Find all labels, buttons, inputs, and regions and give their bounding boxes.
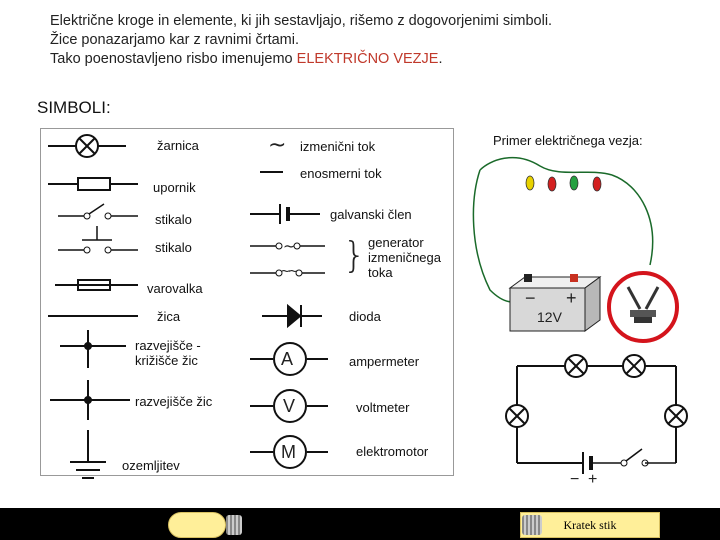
intro-line-2: Žice ponazarjamo kar z ravnimi črtami. xyxy=(50,32,299,48)
generator-tilde-1: ~ xyxy=(283,237,296,255)
label-zica: žica xyxy=(157,309,181,324)
warning-circle xyxy=(607,271,679,343)
bulb-string xyxy=(525,175,602,192)
label-zarnica: žarnica xyxy=(157,138,199,153)
label-ozemljitev: ozemljitev xyxy=(122,458,180,473)
lamp-symbol xyxy=(48,134,126,158)
voltmeter-letter: V xyxy=(283,396,296,416)
example-title: Primer električnega vezja: xyxy=(493,133,643,148)
symbols-panel xyxy=(40,128,454,476)
generator-symbols xyxy=(250,242,325,277)
ground-symbol xyxy=(70,430,106,479)
label-izmenicni: izmenični tok xyxy=(300,139,376,154)
circuit-minus: − xyxy=(570,471,580,488)
circuit-plus: + xyxy=(588,471,598,488)
cell-symbol xyxy=(250,204,320,224)
push-switch-symbol xyxy=(58,226,138,254)
junction-cross-symbol xyxy=(60,330,126,368)
label-generator: generator izmeničnega toka xyxy=(368,235,441,280)
label-varovalka: varovalka xyxy=(147,281,203,296)
ac-symbol: ~ xyxy=(268,133,287,158)
label-razvejisce: razvejišče žic xyxy=(135,394,213,409)
fuse-symbol xyxy=(55,279,138,291)
reel-icon-right xyxy=(522,515,542,535)
label-upornik: upornik xyxy=(153,180,196,195)
battery-plus: + xyxy=(566,288,577,308)
battery-box xyxy=(508,274,602,332)
symbols-heading: SIMBOLI: xyxy=(37,98,111,117)
label-galvanski: galvanski člen xyxy=(330,207,412,222)
motor-letter: M xyxy=(281,442,296,462)
intro-line-3: Tako poenostavljeno risbo imenujemo ELEK… xyxy=(50,50,552,69)
switch-symbol xyxy=(58,203,138,220)
light-string xyxy=(472,156,654,303)
label-elektromotor: elektromotor xyxy=(356,444,429,459)
diode-symbol xyxy=(262,303,322,329)
reel-icon-left xyxy=(226,515,242,535)
ammeter-letter: A xyxy=(281,349,294,369)
meter-symbols xyxy=(250,342,328,469)
intro-line-1: Električne kroge in elemente, ki jih ses… xyxy=(50,13,553,29)
nav-kratek-stik-button[interactable]: Kratek stik xyxy=(520,512,660,538)
label-ampermeter: ampermeter xyxy=(349,354,420,369)
intro-text: Električne kroge in elemente, ki jih ses… xyxy=(50,12,552,69)
battery-label: 12V xyxy=(537,309,562,325)
intro-highlight: ELEKTRIČNO VEZJE xyxy=(296,51,439,67)
back-button[interactable] xyxy=(168,512,226,538)
schematic xyxy=(505,354,688,474)
generator-brace: } xyxy=(343,235,366,276)
resistor-symbol xyxy=(48,177,138,191)
label-stikalo-open: stikalo xyxy=(155,212,192,227)
intro-line-3-suffix: . xyxy=(438,51,443,67)
generator-tilde-2: ~~ xyxy=(280,264,299,279)
label-dioda: dioda xyxy=(349,309,381,324)
junction-symbol xyxy=(50,380,130,420)
battery-minus: − xyxy=(525,288,536,308)
label-voltmeter: voltmeter xyxy=(356,400,410,415)
label-stikalo-push: stikalo xyxy=(155,240,192,255)
intro-line-3-prefix: Tako poenostavljeno risbo imenujemo xyxy=(50,51,297,67)
label-razvejisce-krizisce: razvejišče - križišče žic xyxy=(135,338,201,368)
label-enosmerni: enosmerni tok xyxy=(300,166,382,181)
